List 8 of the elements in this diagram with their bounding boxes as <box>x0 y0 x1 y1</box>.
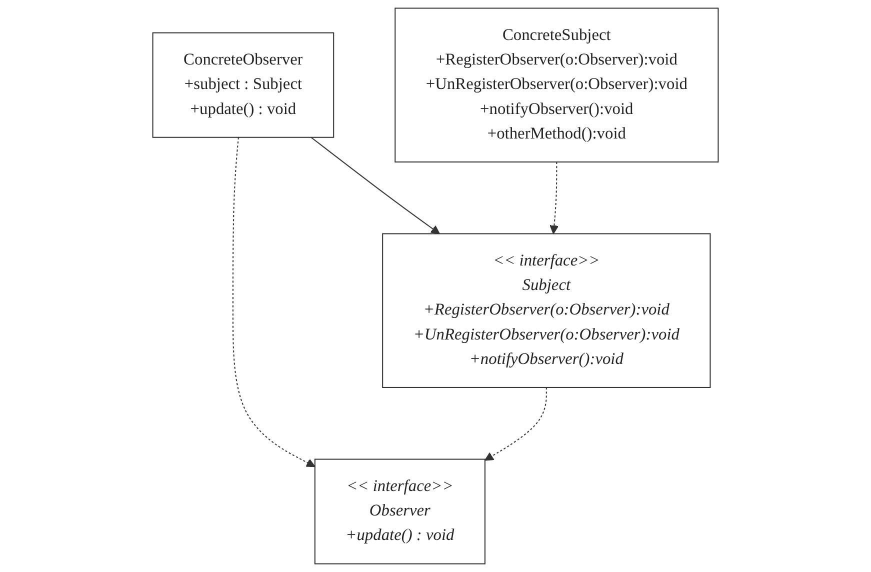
arrow <box>550 162 559 234</box>
arrow <box>310 136 440 234</box>
node-box: ConcreteSubject +RegisterObserver(o:Observer):void +UnRegisterObserver(o:Observer):void +notifyObserver():void +otherMethod():void <box>394 8 719 162</box>
arrow <box>232 137 316 468</box>
arrow <box>484 387 547 461</box>
node-box: << interface>> Subject +RegisterObserver(o:Observer):void +UnRegisterObserver(o:Observer):void +notifyObserver():void <box>382 233 711 388</box>
node-box: ConcreteObserver +subject : Subject +update() : void <box>152 32 334 138</box>
node-box: << interface>> Observer +update() : void <box>314 458 486 564</box>
